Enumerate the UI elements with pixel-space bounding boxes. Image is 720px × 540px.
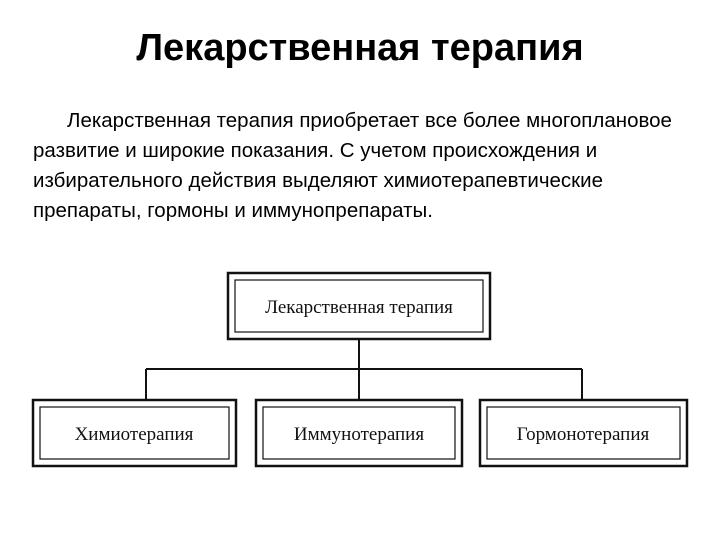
connector-lines [145,339,583,400]
slide-body-text: Лекарственная терапия приобретает все бо… [33,109,672,222]
child-node-label: Гормонотерапия [517,424,650,445]
child-node-hormone-therapy: Гормонотерапия [478,398,689,468]
root-node-label: Лекарственная терапия [265,297,453,318]
slide-title: Лекарственная терапия [136,27,584,69]
child-node-label: Иммунотерапия [294,424,424,445]
root-node: Лекарственная терапия [226,271,492,341]
child-node-label: Химиотерапия [75,424,194,445]
child-node-immunotherapy: Иммунотерапия [254,398,464,468]
child-node-chemotherapy: Химиотерапия [31,398,238,468]
